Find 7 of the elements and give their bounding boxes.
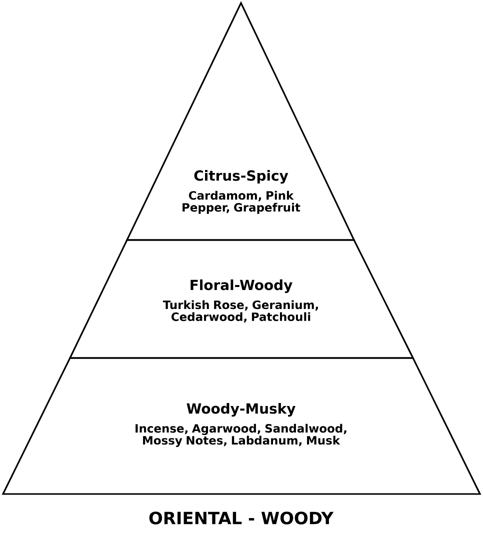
tier-description: Incense, Agarwood, Sandalwood, Mossy Notes, Labdanum, Musk <box>136 424 346 447</box>
tier-description: Cardamom, Pink Pepper, Grapefruit <box>182 190 300 214</box>
tier-heading: Citrus-Spicy <box>194 170 288 184</box>
tier-description: Turkish Rose, Geranium, Cedarwood, Patchouli <box>162 300 318 323</box>
tier-heading: Floral-Woody <box>190 279 292 294</box>
pyramid-title: ORIENTAL - WOODY <box>149 512 334 524</box>
tier-heading: Woody-Musky <box>186 403 296 417</box>
